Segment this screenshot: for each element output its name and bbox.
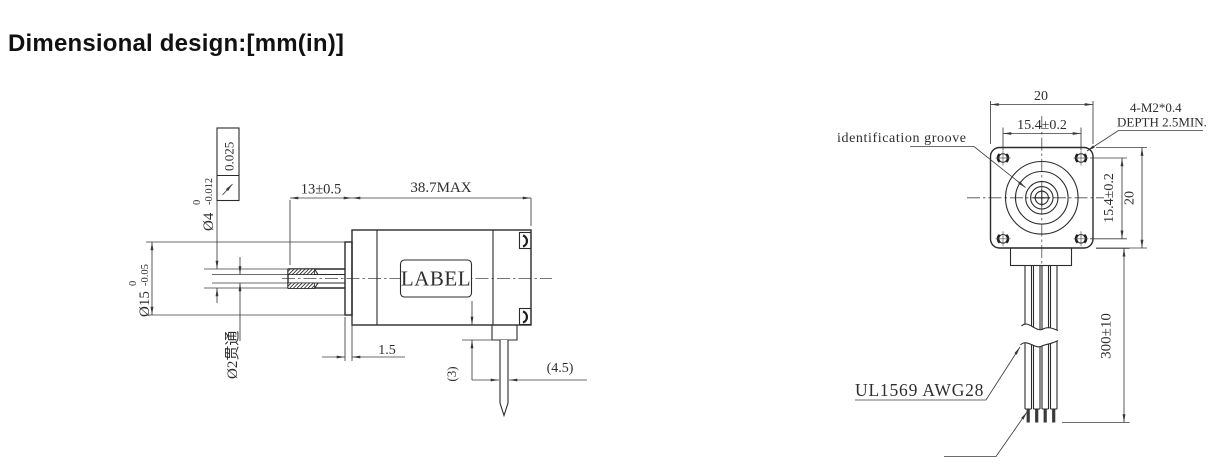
solder-pin [499,340,509,418]
width-ext [990,101,1094,144]
runout-value: 0.025 [222,142,237,171]
dim-pin-exposed: (3) [444,366,459,381]
screw-hole [995,231,1011,247]
dim-hole-spacing-top: 15.4±0.2 [1017,118,1067,133]
body-section-lines [376,230,494,325]
screw-hole [1073,150,1089,166]
shaft-dia-upper-tol: 0 [192,200,203,205]
dim-body-length: 38.7MAX [410,180,471,196]
pilot-dia-upper-tol: 0 [128,281,139,286]
dim-hole-spacing-right: 15.4±0.2 [1102,173,1117,223]
motor-body-outline [351,229,532,326]
pilot-dia-lower-tol: -0.05 [140,264,151,286]
screw-holes [995,150,1089,247]
wire-tip-leader [944,411,1028,457]
through-hole-text: Ø2贯通 [224,331,241,379]
wire-spec-leader [855,346,1021,401]
terminal-block [1009,247,1073,267]
runout-symbol-icon [222,183,233,196]
dim-width-top: 20 [1034,89,1048,104]
wire-spec: UL1569 AWG28 [855,380,984,400]
groove-leader [910,146,1026,188]
pin-exposed-text: (3) [444,366,459,381]
height-right-text: 20 [1123,191,1138,205]
runout-tolerance-frame: 0.025 [216,127,240,202]
pilot-dia-text: Ø15 0 -0.05 [128,264,153,317]
dim-height-right: 20 [1123,191,1138,205]
page-title: Dimensional design:[mm(in)] [8,30,345,57]
screw-note-leader [1086,130,1203,152]
hole-spacing-top-ext [1002,127,1082,150]
label-plate-text: LABEL [401,267,471,291]
bore-extension-lines [212,274,288,284]
pilot-circles [1004,160,1079,235]
shaft-extension-lines [204,268,288,289]
front-view: 20 15.4±0.2 4-M2*0.4 DEPTH 2.5MIN. ident… [837,89,1207,457]
wire-break [1020,324,1058,347]
hole-spacing-right-ext [1090,157,1127,240]
pilot-extension-lines [146,241,348,316]
side-view: Ø15 0 -0.05 Ø4 0 -0.012 0.025 [128,127,587,418]
hole-spacing-right-text: 15.4±0.2 [1102,173,1117,223]
shaft-dia-value: Ø4 [201,212,217,231]
dim-shaft-length: 13±0.5 [301,182,342,198]
pilot-dia-value: Ø15 [137,291,153,317]
groove-note: identification groove [837,131,967,146]
lead-length-ext [1062,247,1130,423]
dim-pin-offset: (4.5) [547,361,574,376]
dim-lead-length: 300±10 [1099,313,1115,359]
shaft-dia-lower-tol: -0.012 [204,178,215,205]
rear-notch-top [518,231,532,250]
pilot-depth-ext [344,317,353,361]
rear-notch-bottom [518,307,532,326]
label-plate [399,259,473,298]
lead-wires [1020,265,1059,423]
wire-tips [1025,408,1057,423]
knurl [287,268,319,289]
screw-hole [1073,231,1089,247]
shaft-dia-text: Ø4 0 -0.012 [192,178,217,231]
dim-pilot-depth: 1.5 [378,343,396,358]
screw-hole [995,150,1011,166]
rear-protrusion [491,325,518,341]
through-hole-value: Ø2贯通 [224,331,241,379]
screw-note-line1: 4-M2*0.4 [1130,100,1182,115]
lead-length-text: 300±10 [1099,313,1115,359]
screw-note-line2: DEPTH 2.5MIN. [1117,115,1207,130]
